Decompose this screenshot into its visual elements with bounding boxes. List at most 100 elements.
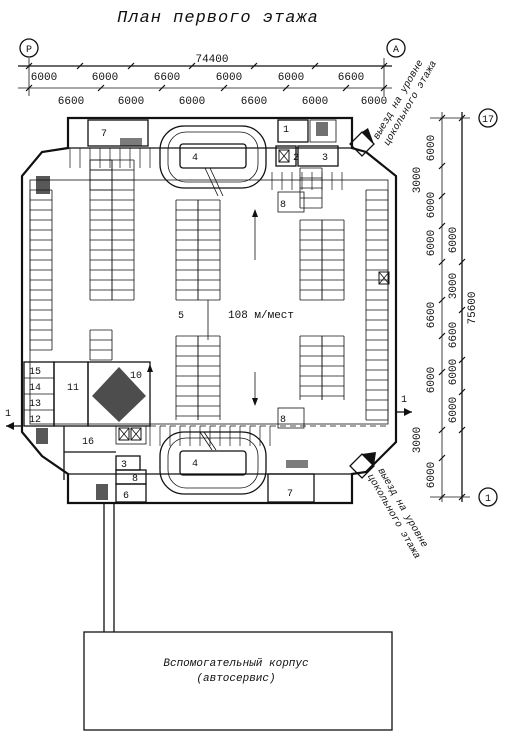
dimension-tick — [438, 114, 446, 122]
room-label-14: 14 — [29, 383, 41, 394]
top-dim-1-6: 6600 — [338, 72, 364, 84]
overall-height: 75600 — [467, 291, 479, 324]
room-label-7-bottom: 7 — [287, 489, 293, 500]
room-label-4-top: 4 — [192, 153, 198, 164]
overall-width: 74400 — [195, 54, 228, 66]
top-dim-1-3: 6600 — [154, 72, 180, 84]
ramp-top — [159, 125, 267, 197]
room-label-16: 16 — [82, 437, 94, 448]
room-11 — [53, 361, 89, 427]
room-8-bottom — [115, 469, 147, 485]
dimension-tick — [438, 368, 446, 376]
room-2 — [275, 145, 297, 167]
room-8-top — [277, 191, 305, 213]
dimension-tick — [127, 62, 135, 70]
dimension-tick — [458, 493, 466, 501]
axis-label-bottom: 1 — [485, 494, 491, 505]
dimension-tick — [438, 426, 446, 434]
right-dim-1-7: 3000 — [412, 427, 424, 453]
dimension-tick — [250, 62, 258, 70]
dimension-tick — [458, 306, 466, 314]
top-dim-1-1: 6000 — [31, 72, 57, 84]
right-dim-1-8: 6000 — [426, 462, 438, 488]
room-label-8-bottom: 8 — [132, 474, 138, 485]
exit-label-bottom: выезд на уровне цокольного этажа — [364, 467, 432, 562]
aux-building-title: Вспомогательный корпус — [163, 658, 309, 670]
aux-building-subtitle: (автосервис) — [196, 673, 275, 685]
right-dim-1-4: 6000 — [426, 230, 438, 256]
room-labels: 1 2 3 3 4 4 5 6 7 7 8 8 8 10 11 12 13 14… — [29, 125, 328, 502]
room-label-1: 1 — [283, 125, 289, 136]
dimension-tick — [438, 162, 446, 170]
room-1 — [277, 119, 309, 143]
axis-label-left: Р — [26, 45, 32, 56]
right-dim-1-1: 6000 — [426, 135, 438, 161]
dimension-tick — [458, 114, 466, 122]
dimension-tick — [188, 62, 196, 70]
dimension-tick — [25, 62, 33, 70]
top-dim-2-2: 6000 — [118, 96, 144, 108]
room-3-top — [297, 145, 339, 167]
room-7-top — [87, 119, 149, 147]
axis-marker-top — [478, 108, 498, 128]
room-label-8-top: 8 — [280, 200, 286, 211]
plan-title: План первого этажа — [117, 9, 319, 28]
room-label-10: 10 — [130, 371, 142, 382]
top-dim-2-6: 6000 — [361, 96, 387, 108]
right-dim-2-3: 6600 — [448, 322, 460, 348]
dimension-tick — [220, 84, 228, 92]
traffic-arrows — [147, 209, 258, 406]
top-dimension-chain: Р А 74400 6000 6000 6600 6000 6000 6600 … — [18, 38, 406, 108]
room-label-3-bottom: 3 — [121, 460, 127, 471]
dimension-tick — [282, 84, 290, 92]
axis-marker-bottom — [478, 487, 498, 507]
parking-hall — [29, 179, 389, 425]
dimension-tick — [438, 493, 446, 501]
service-equipment — [36, 122, 390, 500]
top-dim-1-5: 6000 — [278, 72, 304, 84]
right-dim-2-2: 3000 — [448, 273, 460, 299]
room-label-6: 6 — [123, 491, 129, 502]
room-label-5: 5 — [178, 311, 184, 322]
auxiliary-building — [83, 631, 393, 731]
room-3-bottom — [115, 455, 141, 471]
dimension-tick — [380, 62, 388, 70]
dimension-tick — [25, 84, 33, 92]
right-dim-1-5: 6600 — [426, 302, 438, 328]
room-7-bottom — [267, 473, 315, 503]
top-dim-2-1: 6600 — [58, 96, 84, 108]
dimension-tick — [438, 454, 446, 462]
room-label-2: 2 — [293, 153, 299, 164]
dimension-tick — [342, 84, 350, 92]
connector-corridor — [103, 503, 115, 632]
room-label-12: 12 — [29, 415, 41, 426]
exit-ramps — [349, 128, 376, 479]
dimension-tick — [458, 426, 466, 434]
section-label-left: 1 — [5, 409, 11, 420]
top-dim-1-2: 6000 — [92, 72, 118, 84]
dimension-tick — [458, 388, 466, 396]
axis-marker-right — [386, 38, 406, 58]
dimension-tick — [458, 258, 466, 266]
room-8-mid — [277, 407, 305, 429]
room-label-4-bottom: 4 — [192, 459, 198, 470]
room-label-8-mid: 8 — [280, 415, 286, 426]
room-label-13: 13 — [29, 399, 41, 410]
right-dim-1-2: 3000 — [412, 167, 424, 193]
right-dim-2-1: 6000 — [448, 227, 460, 253]
dimension-tick — [158, 84, 166, 92]
right-dim-1-3: 6000 — [426, 192, 438, 218]
dimension-tick — [97, 84, 105, 92]
dimension-tick — [311, 62, 319, 70]
dimension-tick — [438, 192, 446, 200]
axis-label-top: 17 — [482, 115, 494, 126]
right-dim-1-6: 6000 — [426, 367, 438, 393]
top-dim-2-5: 6000 — [302, 96, 328, 108]
room-label-3-top: 3 — [322, 153, 328, 164]
section-cut: 1 1 — [5, 395, 412, 430]
dimension-tick — [458, 356, 466, 364]
top-dim-1-4: 6000 — [216, 72, 242, 84]
room-label-11: 11 — [67, 383, 79, 394]
top-dim-2-4: 6600 — [241, 96, 267, 108]
dimension-tick — [438, 222, 446, 230]
